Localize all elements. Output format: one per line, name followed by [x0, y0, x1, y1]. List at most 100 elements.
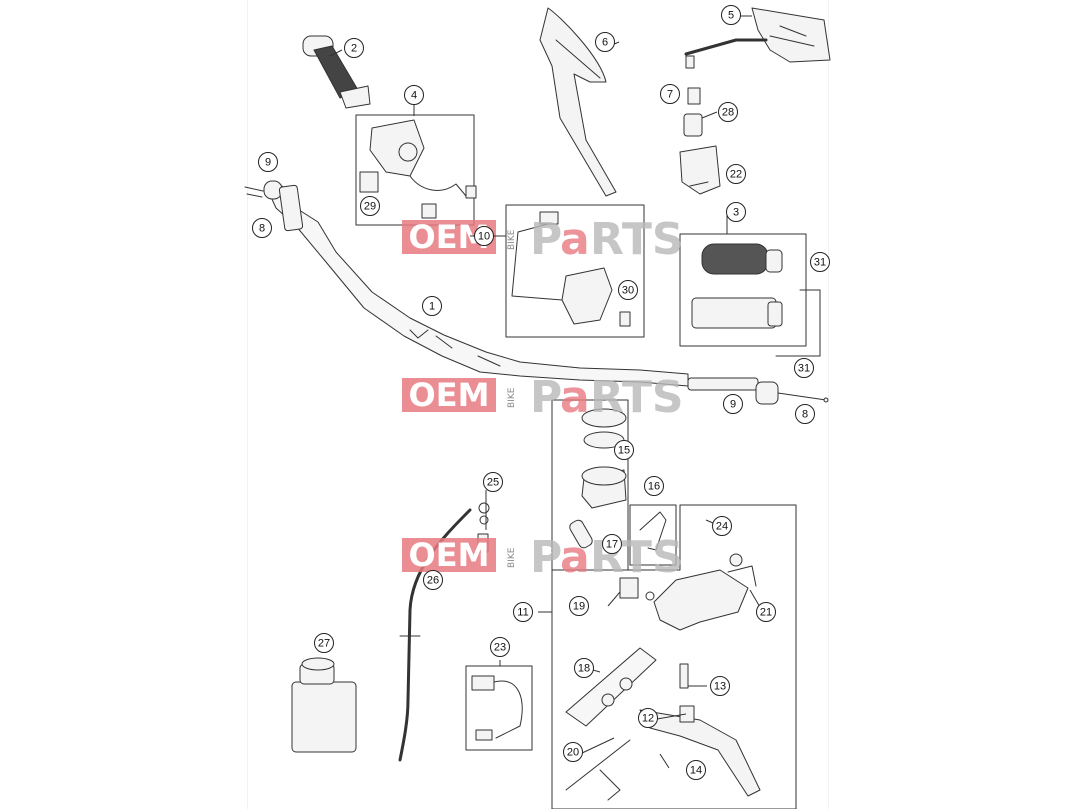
- watermark-rts-2: RTS: [590, 372, 684, 423]
- callout-c20: 20: [563, 742, 583, 762]
- callout-number: 16: [648, 481, 660, 493]
- callout-c28: 28: [718, 102, 738, 122]
- callout-c7: 7: [660, 84, 680, 104]
- callout-number: 27: [318, 638, 330, 650]
- callout-circle: [595, 32, 615, 52]
- callout-c19: 19: [569, 596, 589, 616]
- watermark-rts-1: RTS: [590, 214, 684, 265]
- callout-circle: [490, 637, 510, 657]
- watermark-bike-2: BIKE: [507, 387, 517, 408]
- callout-circle: [563, 742, 583, 762]
- callout-c24: 24: [712, 516, 732, 536]
- callout-circle: [644, 476, 664, 496]
- callout-c9b: 9: [723, 394, 743, 414]
- callout-number: 23: [494, 642, 506, 654]
- callout-c11: 11: [513, 602, 533, 622]
- callout-c30: 30: [618, 280, 638, 300]
- left-grip-part: [302, 35, 371, 109]
- callout-circle: [686, 760, 706, 780]
- callout-c2: 2: [344, 38, 364, 58]
- callout-number: 19: [573, 601, 585, 613]
- callout-circle: [721, 5, 741, 25]
- callout-circle: [660, 84, 680, 104]
- callout-circle: [756, 602, 776, 622]
- callout-number: 20: [567, 747, 579, 759]
- callout-number: 9: [730, 399, 736, 411]
- callout-circle: [360, 196, 380, 216]
- callout-circle: [794, 358, 814, 378]
- callout-number: 5: [728, 10, 734, 22]
- callout-circle: [404, 85, 424, 105]
- watermark-p-1: P: [530, 214, 562, 265]
- callout-c10: 10: [474, 226, 494, 246]
- master-cylinder-part: [551, 504, 797, 809]
- callout-circle: [252, 218, 272, 238]
- callout-number: 6: [602, 37, 608, 49]
- callout-number: 8: [802, 409, 808, 421]
- callout-c12: 12: [638, 708, 658, 728]
- callout-circle: [810, 252, 830, 272]
- callout-number: 17: [606, 539, 618, 551]
- watermark-group: OEM BIKE P a RTS OEM BIKE P a RTS OEM BI…: [402, 214, 684, 583]
- callout-number: 22: [730, 169, 742, 181]
- callout-number: 9: [265, 157, 271, 169]
- callout-circle: [718, 102, 738, 122]
- callout-c6: 6: [595, 32, 615, 52]
- mirror-part: [684, 7, 831, 69]
- callout-c21: 21: [756, 602, 776, 622]
- callout-layer: 1234567889910111213141516171819202122232…: [252, 5, 830, 780]
- callout-c16: 16: [644, 476, 664, 496]
- right-switch-part: [505, 204, 645, 338]
- callout-c3: 3: [726, 202, 746, 222]
- callout-number: 8: [259, 223, 265, 235]
- callout-number: 24: [716, 521, 728, 533]
- callout-c23: 23: [490, 637, 510, 657]
- callout-c1: 1: [422, 296, 442, 316]
- callout-c9a: 9: [258, 152, 278, 172]
- callout-c25: 25: [483, 472, 503, 492]
- right-grip-set-part: [679, 233, 821, 357]
- callout-circle: [726, 202, 746, 222]
- brake-light-switch-part: [465, 665, 533, 751]
- watermark-bike-3: BIKE: [507, 547, 517, 568]
- watermark-top: OEM BIKE P a RTS: [402, 214, 684, 265]
- callout-number: 11: [517, 607, 528, 619]
- callout-circle: [423, 570, 443, 590]
- watermark-oem-2: OEM: [409, 376, 490, 414]
- callout-circle: [513, 602, 533, 622]
- callout-number: 12: [642, 713, 654, 725]
- callout-number: 13: [714, 681, 726, 693]
- bar-end-right-part: [687, 377, 829, 405]
- callout-number: 15: [618, 445, 630, 457]
- callout-circle: [422, 296, 442, 316]
- callout-c17: 17: [602, 534, 622, 554]
- callout-circle: [795, 404, 815, 424]
- callout-number: 26: [427, 575, 439, 587]
- callout-c27: 27: [314, 633, 334, 653]
- watermark-bike-1: BIKE: [507, 229, 517, 250]
- mirror-clamp-part: [679, 87, 721, 195]
- callout-c31b: 31: [794, 358, 814, 378]
- callout-number: 31: [814, 257, 826, 269]
- callout-circle: [710, 676, 730, 696]
- callout-circle: [314, 633, 334, 653]
- callout-number: 10: [478, 231, 490, 243]
- callout-circle: [574, 658, 594, 678]
- callout-number: 18: [578, 663, 590, 675]
- callout-c8a: 8: [252, 218, 272, 238]
- callout-number: 25: [487, 477, 499, 489]
- callout-circle: [344, 38, 364, 58]
- callout-c18: 18: [574, 658, 594, 678]
- callout-number: 14: [690, 765, 702, 777]
- callout-number: 3: [733, 207, 739, 219]
- callout-number: 21: [760, 607, 772, 619]
- watermark-a-1: a: [560, 214, 590, 265]
- watermark-oem-3: OEM: [409, 536, 490, 574]
- callout-c5: 5: [721, 5, 741, 25]
- callout-circle: [258, 152, 278, 172]
- hand-guard-part: [539, 7, 617, 197]
- callout-c13: 13: [710, 676, 730, 696]
- callout-number: 28: [722, 107, 734, 119]
